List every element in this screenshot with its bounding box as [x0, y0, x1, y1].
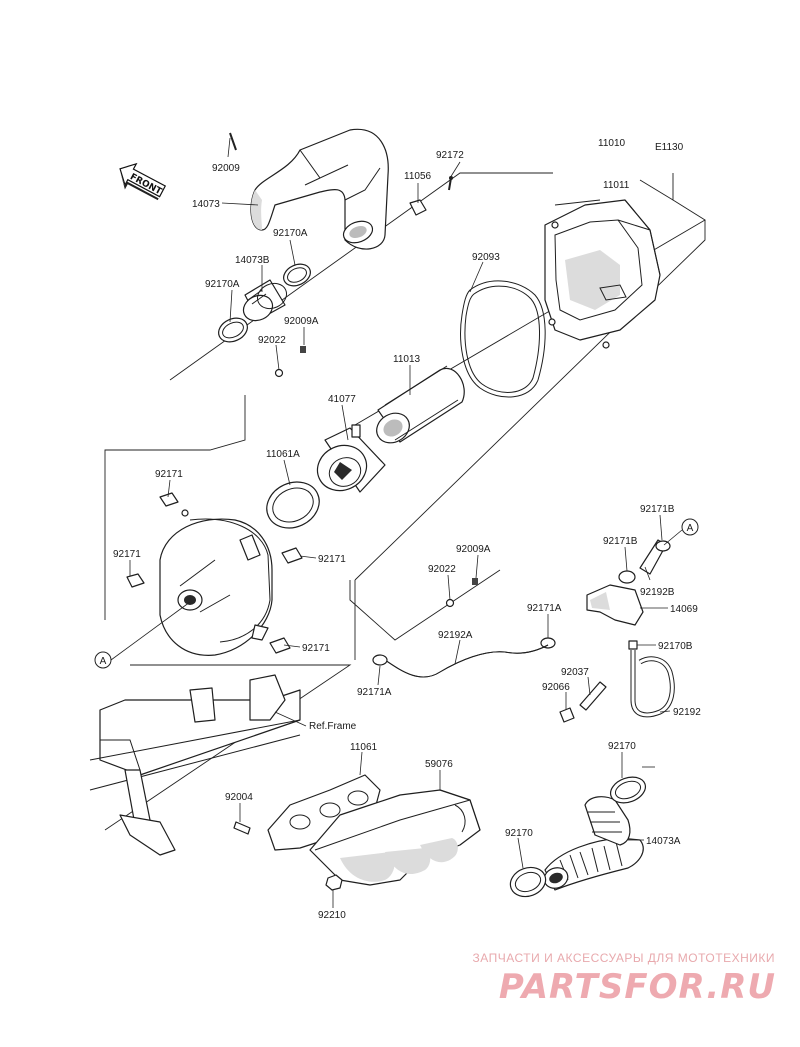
clip-92171-d	[269, 637, 291, 654]
part-label-11011: 11011	[603, 180, 630, 191]
breather-separator-14069	[586, 584, 644, 626]
intake-gasket-11061	[267, 774, 381, 851]
part-number-labels: E1130 11010 11011 92009 92172 11056 1407…	[113, 138, 701, 921]
part-label-92037: 92037	[561, 667, 589, 678]
part-label-11013: 11013	[393, 354, 421, 365]
watermark-tagline: ЗАПЧАСТИ И АКСЕССУАРЫ ДЛЯ МОТОТЕХНИКИ	[473, 951, 775, 965]
intake-duct-14073	[250, 128, 389, 250]
hose-clamp-92170a-lower	[218, 317, 248, 343]
part-label-92192a: 92192A	[438, 630, 473, 641]
grommet-11056	[409, 199, 427, 216]
part-label-92172: 92172	[436, 150, 464, 161]
clamp-92170b	[628, 640, 638, 650]
clamp-92171a-right	[540, 637, 556, 649]
part-label-11061a: 11061A	[266, 449, 300, 460]
svg-text:A: A	[687, 523, 694, 534]
clamp-92066	[559, 707, 575, 723]
part-label-92009a-mid: 92009A	[456, 544, 491, 555]
svg-text:A: A	[100, 656, 107, 667]
part-label-92192: 92192	[673, 707, 701, 718]
part-label-92171-b: 92171	[113, 549, 141, 560]
part-label-11061: 11061	[350, 742, 378, 753]
intake-boot-14073b	[242, 279, 288, 322]
front-direction-arrow: FRONT	[119, 162, 167, 201]
hose-clamp-92170-low	[509, 866, 547, 898]
bolt-92009a-upper	[300, 346, 306, 353]
breather-hose-92192a	[384, 644, 549, 678]
drain-hose-92192	[630, 650, 675, 718]
washer-92022-upper	[274, 368, 284, 378]
part-label-14073b: 14073B	[235, 255, 270, 266]
washer-92022-mid	[445, 598, 455, 608]
seal-ring-92093	[460, 280, 546, 398]
part-label-92022-top: 92022	[258, 335, 286, 346]
part-label-92022-mid: 92022	[428, 564, 456, 575]
ref-frame-label: Ref.Frame	[309, 721, 357, 732]
part-label-92170-top: 92170	[608, 741, 636, 752]
air-cleaner-housing	[159, 509, 273, 656]
part-label-11056: 11056	[404, 171, 432, 182]
clip-92171-b	[126, 573, 145, 588]
part-label-92170b: 92170B	[658, 641, 693, 652]
bolt-92009-top	[229, 132, 237, 151]
part-label-92093: 92093	[472, 252, 500, 263]
part-label-92170-low: 92170	[505, 828, 533, 839]
reference-marker-a-left: A	[94, 601, 191, 669]
part-label-14073: 14073	[192, 199, 220, 210]
part-label-92171-c: 92171	[318, 554, 346, 565]
part-label-92171-a: 92171	[155, 469, 183, 480]
air-filter-element-11013	[376, 365, 465, 444]
part-label-92171a-low: 92171A	[357, 687, 392, 698]
clamp-92171b-mid	[618, 570, 636, 584]
part-label-92210: 92210	[318, 910, 346, 921]
part-label-92171a-right: 92171A	[527, 603, 562, 614]
watermark: ЗАПЧАСТИ И АКСЕССУАРЫ ДЛЯ МОТОТЕХНИКИ PA…	[473, 951, 776, 1007]
part-label-14073a: 14073A	[646, 836, 681, 847]
stud-92004	[233, 821, 251, 835]
clip-92171-a	[159, 492, 179, 507]
gasket-11061a	[266, 481, 320, 529]
clamp-92171a-low	[372, 654, 388, 666]
clamp-92171b-top	[655, 540, 671, 552]
part-label-92009a-top: 92009A	[284, 316, 319, 327]
element-holder-41077	[316, 424, 386, 493]
part-label-92192b: 92192B	[640, 587, 675, 598]
part-label-41077: 41077	[328, 394, 356, 405]
diagram-code: E1130	[655, 142, 684, 153]
part-label-92171b-mid: 92171B	[603, 536, 638, 547]
plug-92037	[579, 681, 607, 711]
hose-clamp-92170-top	[609, 776, 647, 804]
part-label-92009: 92009	[212, 163, 240, 174]
air-cleaner-case-11011	[544, 199, 661, 349]
intake-manifold-59076	[309, 789, 481, 886]
part-label-92170a-top: 92170A	[273, 228, 308, 239]
part-label-11010: 11010	[598, 138, 626, 149]
part-label-92170a-left: 92170A	[205, 279, 240, 290]
watermark-brand: PARTSFOR.RU	[499, 967, 776, 1007]
reference-frame	[89, 674, 301, 856]
nut-92210	[325, 874, 343, 891]
part-label-92171-d: 92171	[302, 643, 330, 654]
bolt-92009a-mid	[472, 578, 478, 585]
part-label-92066: 92066	[542, 682, 570, 693]
part-label-92004: 92004	[225, 792, 253, 803]
clip-92171-c	[281, 547, 303, 564]
reference-marker-a-right: A	[663, 518, 699, 546]
part-label-92171b-top: 92171B	[640, 504, 675, 515]
leader-lines	[129, 137, 671, 908]
lower-intake-duct-14073a	[543, 796, 644, 891]
part-label-59076: 59076	[425, 759, 453, 770]
bolt-92172	[448, 176, 453, 191]
hose-clamp-92170a-upper	[283, 263, 311, 287]
part-label-14069: 14069	[670, 604, 698, 615]
